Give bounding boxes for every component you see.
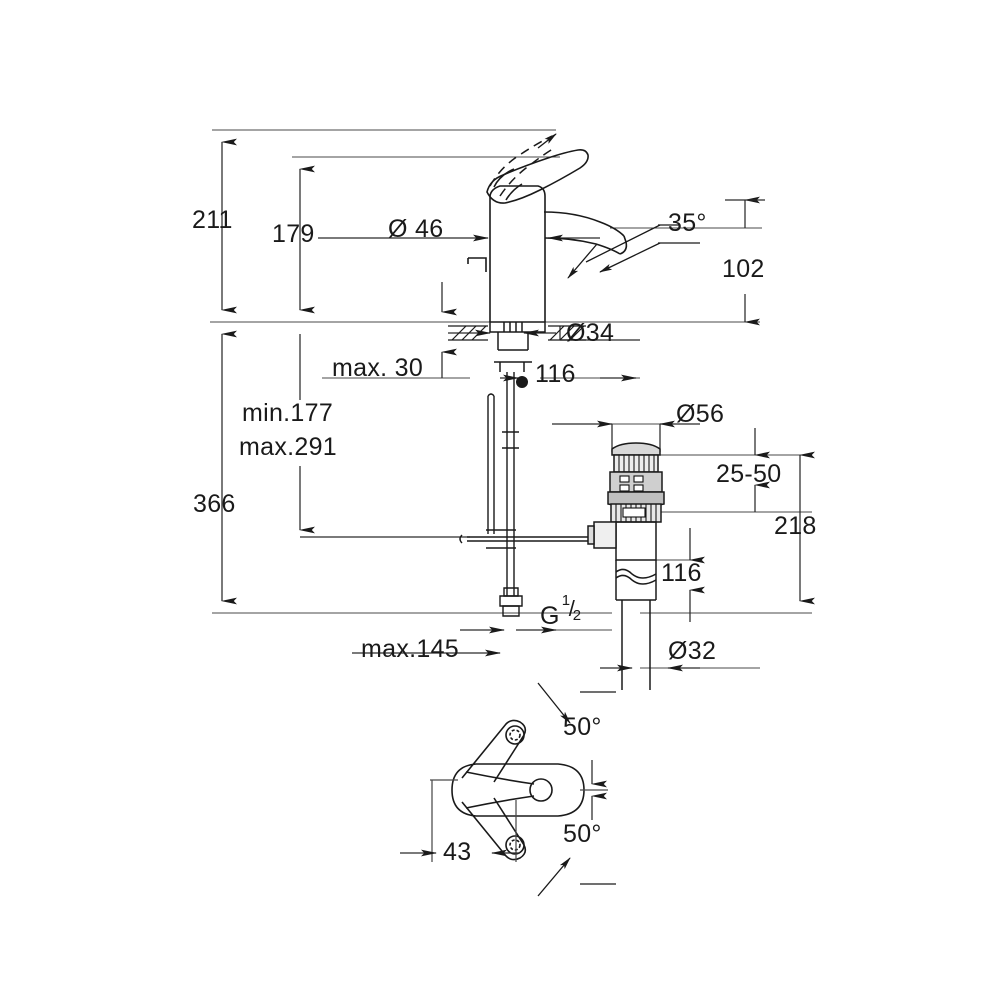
angle-35-leaders (567, 224, 700, 279)
dim-label-d46: Ø 46 (388, 215, 444, 243)
basin-section-hatch (448, 325, 586, 341)
faucet-body (467, 185, 546, 322)
dim-label-d34: Ø34 (566, 319, 615, 347)
dim-label-35deg: 35° (668, 209, 707, 237)
dim-min177-max291 (299, 334, 470, 538)
dim-max145 (352, 626, 557, 657)
dim-label-211: 211 (192, 206, 233, 234)
dim-label-min177: min.177 (242, 399, 334, 427)
dim-label-max291: max.291 (239, 433, 337, 461)
dim-102 (725, 196, 765, 326)
handle-plan-view (451, 719, 585, 861)
handle-center-dim (580, 760, 608, 820)
faucet-lever (486, 149, 589, 204)
dim-label-25-50: 25-50 (716, 460, 782, 488)
dim-label-43: 43 (443, 838, 472, 866)
dim-label-d56: Ø56 (676, 400, 725, 428)
dim-label-366: 366 (193, 490, 236, 518)
pull-rod-assembly (459, 372, 600, 617)
dim-label-max30: max. 30 (332, 354, 424, 382)
thread-letter: G (540, 602, 560, 630)
dim-label-116-faucet: 116 (535, 360, 576, 388)
dim-label-50deg-bottom: 50° (563, 820, 602, 848)
dim-label-218: 218 (774, 512, 817, 540)
lever-alt-arrow (537, 133, 557, 149)
faucet-lever-alt (489, 135, 557, 197)
handle-angle-leaders (537, 682, 616, 897)
dim-label-116-drain: 116 (661, 559, 702, 587)
dim-label-50deg-top: 50° (563, 713, 602, 741)
thread-fraction: 1/2 (561, 592, 582, 624)
dim-43 (400, 779, 520, 862)
dim-label-max145: max.145 (361, 635, 459, 663)
dim-label-d32: Ø32 (668, 637, 717, 665)
dim-d56 (552, 420, 700, 452)
drain-assembly (587, 442, 665, 690)
dim-label-179: 179 (272, 220, 315, 248)
mounting-assembly (489, 321, 546, 372)
dim-label-102: 102 (722, 255, 765, 283)
